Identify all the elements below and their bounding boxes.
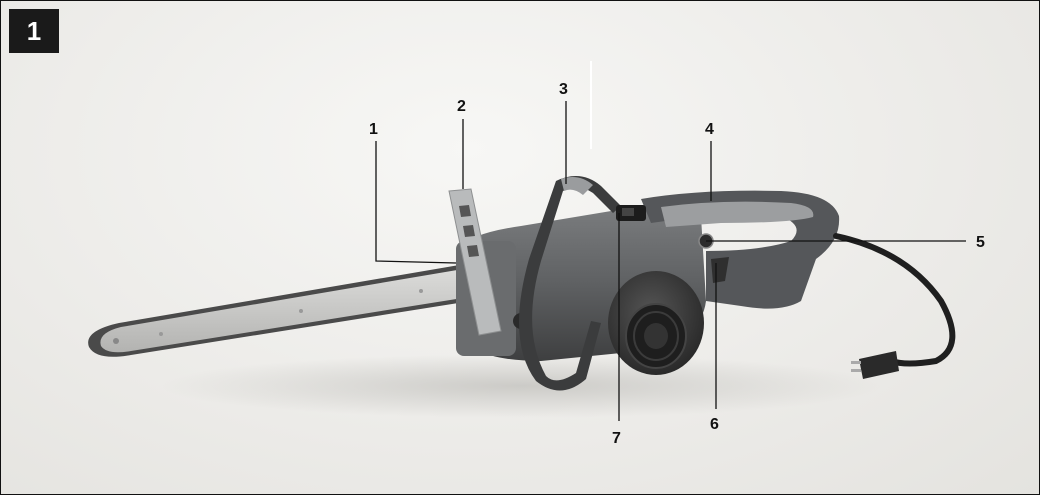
leader-line-1 (375, 141, 457, 264)
callout-3: 3 (559, 81, 568, 98)
bar-rivet (299, 309, 303, 313)
front-handle-insert (561, 177, 593, 195)
plug-pin (851, 361, 861, 364)
hand-guard-plate (448, 188, 502, 336)
callout-1: 1 (369, 121, 378, 138)
bar-rivet (159, 332, 163, 336)
bar-rivet (419, 289, 423, 293)
motor-vent-ring (633, 311, 679, 361)
callout-6: 6 (710, 416, 719, 433)
plug-pin (851, 369, 861, 372)
power-cable (833, 233, 956, 367)
guide-bar (88, 263, 471, 357)
motor-vent-center (644, 323, 668, 349)
callout-2: 2 (457, 98, 466, 115)
ground-shadow (161, 354, 881, 418)
power-plug (851, 351, 899, 379)
switch-lock-indicator (622, 208, 634, 216)
motor-housing (608, 271, 704, 375)
rear-handle-grip (661, 201, 814, 227)
callout-7: 7 (612, 430, 621, 447)
bar-nose-rivet (113, 338, 119, 344)
callout-4: 4 (705, 121, 714, 138)
hand-guard-vents (459, 205, 479, 257)
figure-number-badge: 1 (9, 9, 59, 53)
callout-5: 5 (976, 234, 985, 251)
front-handle (519, 176, 621, 391)
guide-bar-plate (100, 268, 469, 353)
